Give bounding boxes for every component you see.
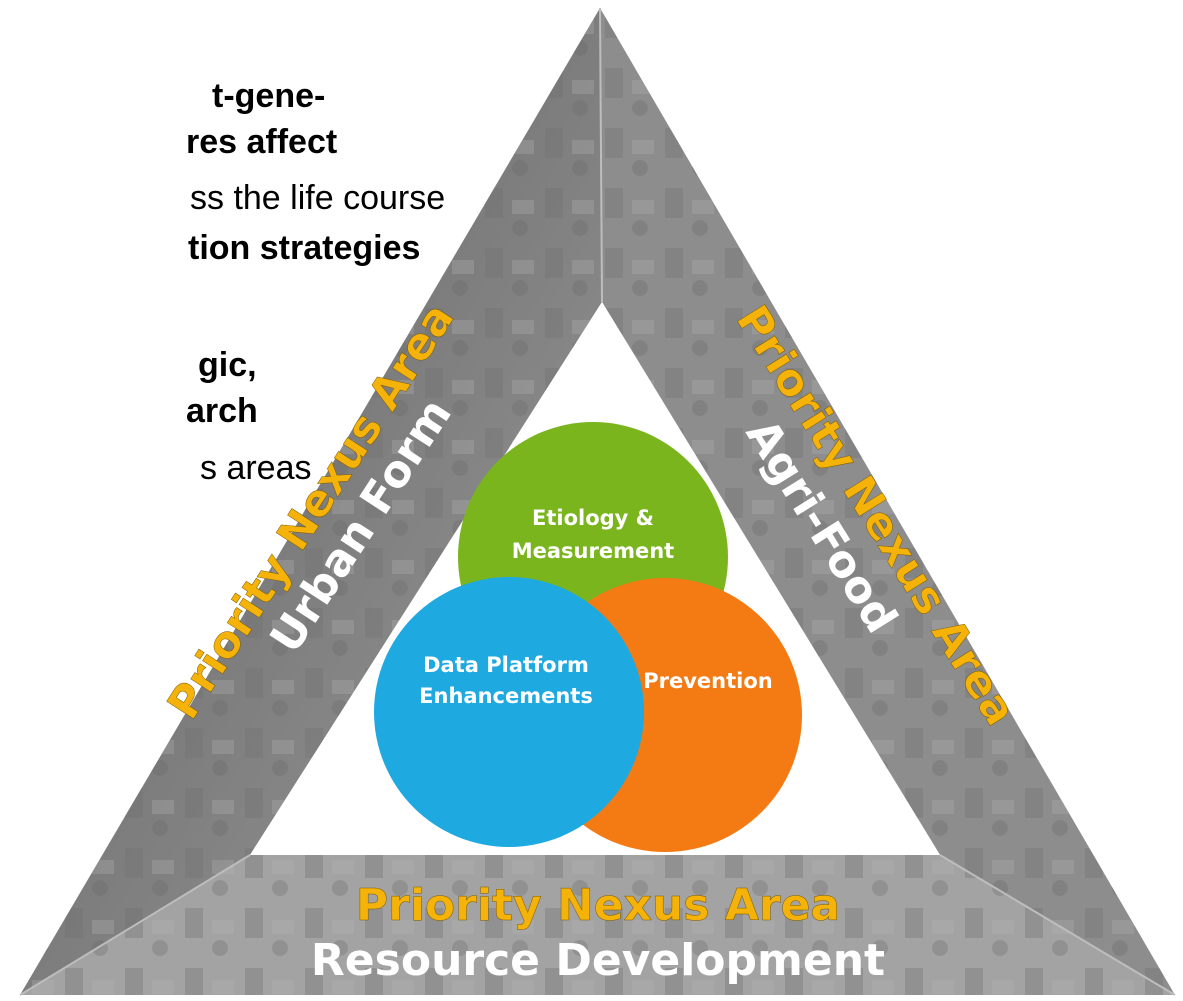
text-line-7: s areas	[200, 449, 312, 487]
data-platform-circle	[374, 577, 644, 847]
data-platform-label-1: Data Platform	[423, 653, 589, 677]
bottom-priority-label: Priority Nexus Area	[356, 880, 840, 931]
text-line-4: tion strategies	[188, 229, 421, 267]
etiology-label-1: Etiology &	[532, 506, 654, 530]
data-platform-label-2: Enhancements	[419, 684, 593, 708]
etiology-label-2: Measurement	[512, 539, 674, 563]
bottom-side-labels: Priority Nexus Area Resource Development	[311, 880, 885, 986]
left-text-block: t-gene- res affect ss the life course ti…	[0, 0, 445, 1001]
text-line-1: t-gene-	[212, 77, 326, 115]
text-line-5: gic,	[198, 346, 257, 384]
venn-circles: Etiology & Measurement Prevention Data P…	[374, 422, 802, 852]
triangle-frame	[19, 7, 1176, 996]
text-line-3: ss the life course	[190, 179, 446, 217]
bottom-name-label: Resource Development	[311, 935, 885, 986]
text-line-6: arch	[186, 392, 258, 430]
prevention-label: Prevention	[643, 669, 773, 693]
text-line-2: res affect	[186, 123, 338, 161]
